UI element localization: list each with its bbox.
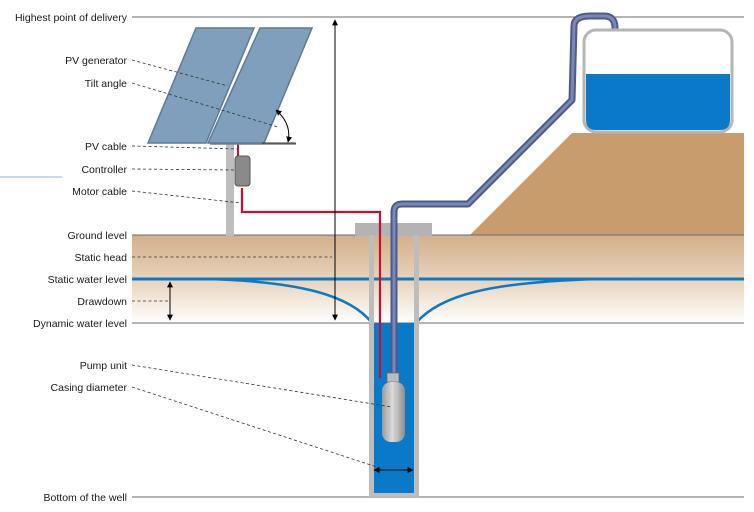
casing-left-upper xyxy=(369,235,374,323)
drawdown-cone-left xyxy=(209,277,373,324)
label-tilt-angle: Tilt angle xyxy=(85,78,127,90)
casing-left-lower xyxy=(369,323,374,497)
casing-right-lower xyxy=(414,323,419,497)
drawdown-cone-right xyxy=(415,277,601,324)
pump-connector xyxy=(386,372,400,383)
casing-bottom xyxy=(369,493,419,497)
label-static-water-level: Static water level xyxy=(48,274,127,286)
embankment xyxy=(470,133,744,235)
label-motor-cable: Motor cable xyxy=(72,186,127,198)
pv-panel-1 xyxy=(146,27,256,144)
label-controller: Controller xyxy=(81,164,127,176)
label-dynamic-water-level: Dynamic water level xyxy=(33,318,127,330)
motor-cable xyxy=(240,188,382,378)
label-pump-unit: Pump unit xyxy=(80,360,127,372)
casing-right-upper xyxy=(414,235,419,323)
leader-lines xyxy=(131,59,393,469)
pv-pole xyxy=(226,144,234,236)
label-pv-generator: PV generator xyxy=(65,55,127,67)
pump-unit xyxy=(382,382,405,442)
label-ground-level: Ground level xyxy=(67,230,127,242)
label-casing-diameter: Casing diameter xyxy=(51,382,128,394)
label-static-head: Static head xyxy=(74,252,127,264)
label-pv-cable: PV cable xyxy=(85,141,127,153)
label-bottom-of-well: Bottom of the well xyxy=(44,492,127,504)
label-drawdown: Drawdown xyxy=(77,296,127,308)
controller-box xyxy=(234,155,251,187)
label-highest-point: Highest point of delivery xyxy=(15,12,128,24)
tank-water xyxy=(586,74,730,130)
tilt-angle-arc xyxy=(275,109,293,143)
